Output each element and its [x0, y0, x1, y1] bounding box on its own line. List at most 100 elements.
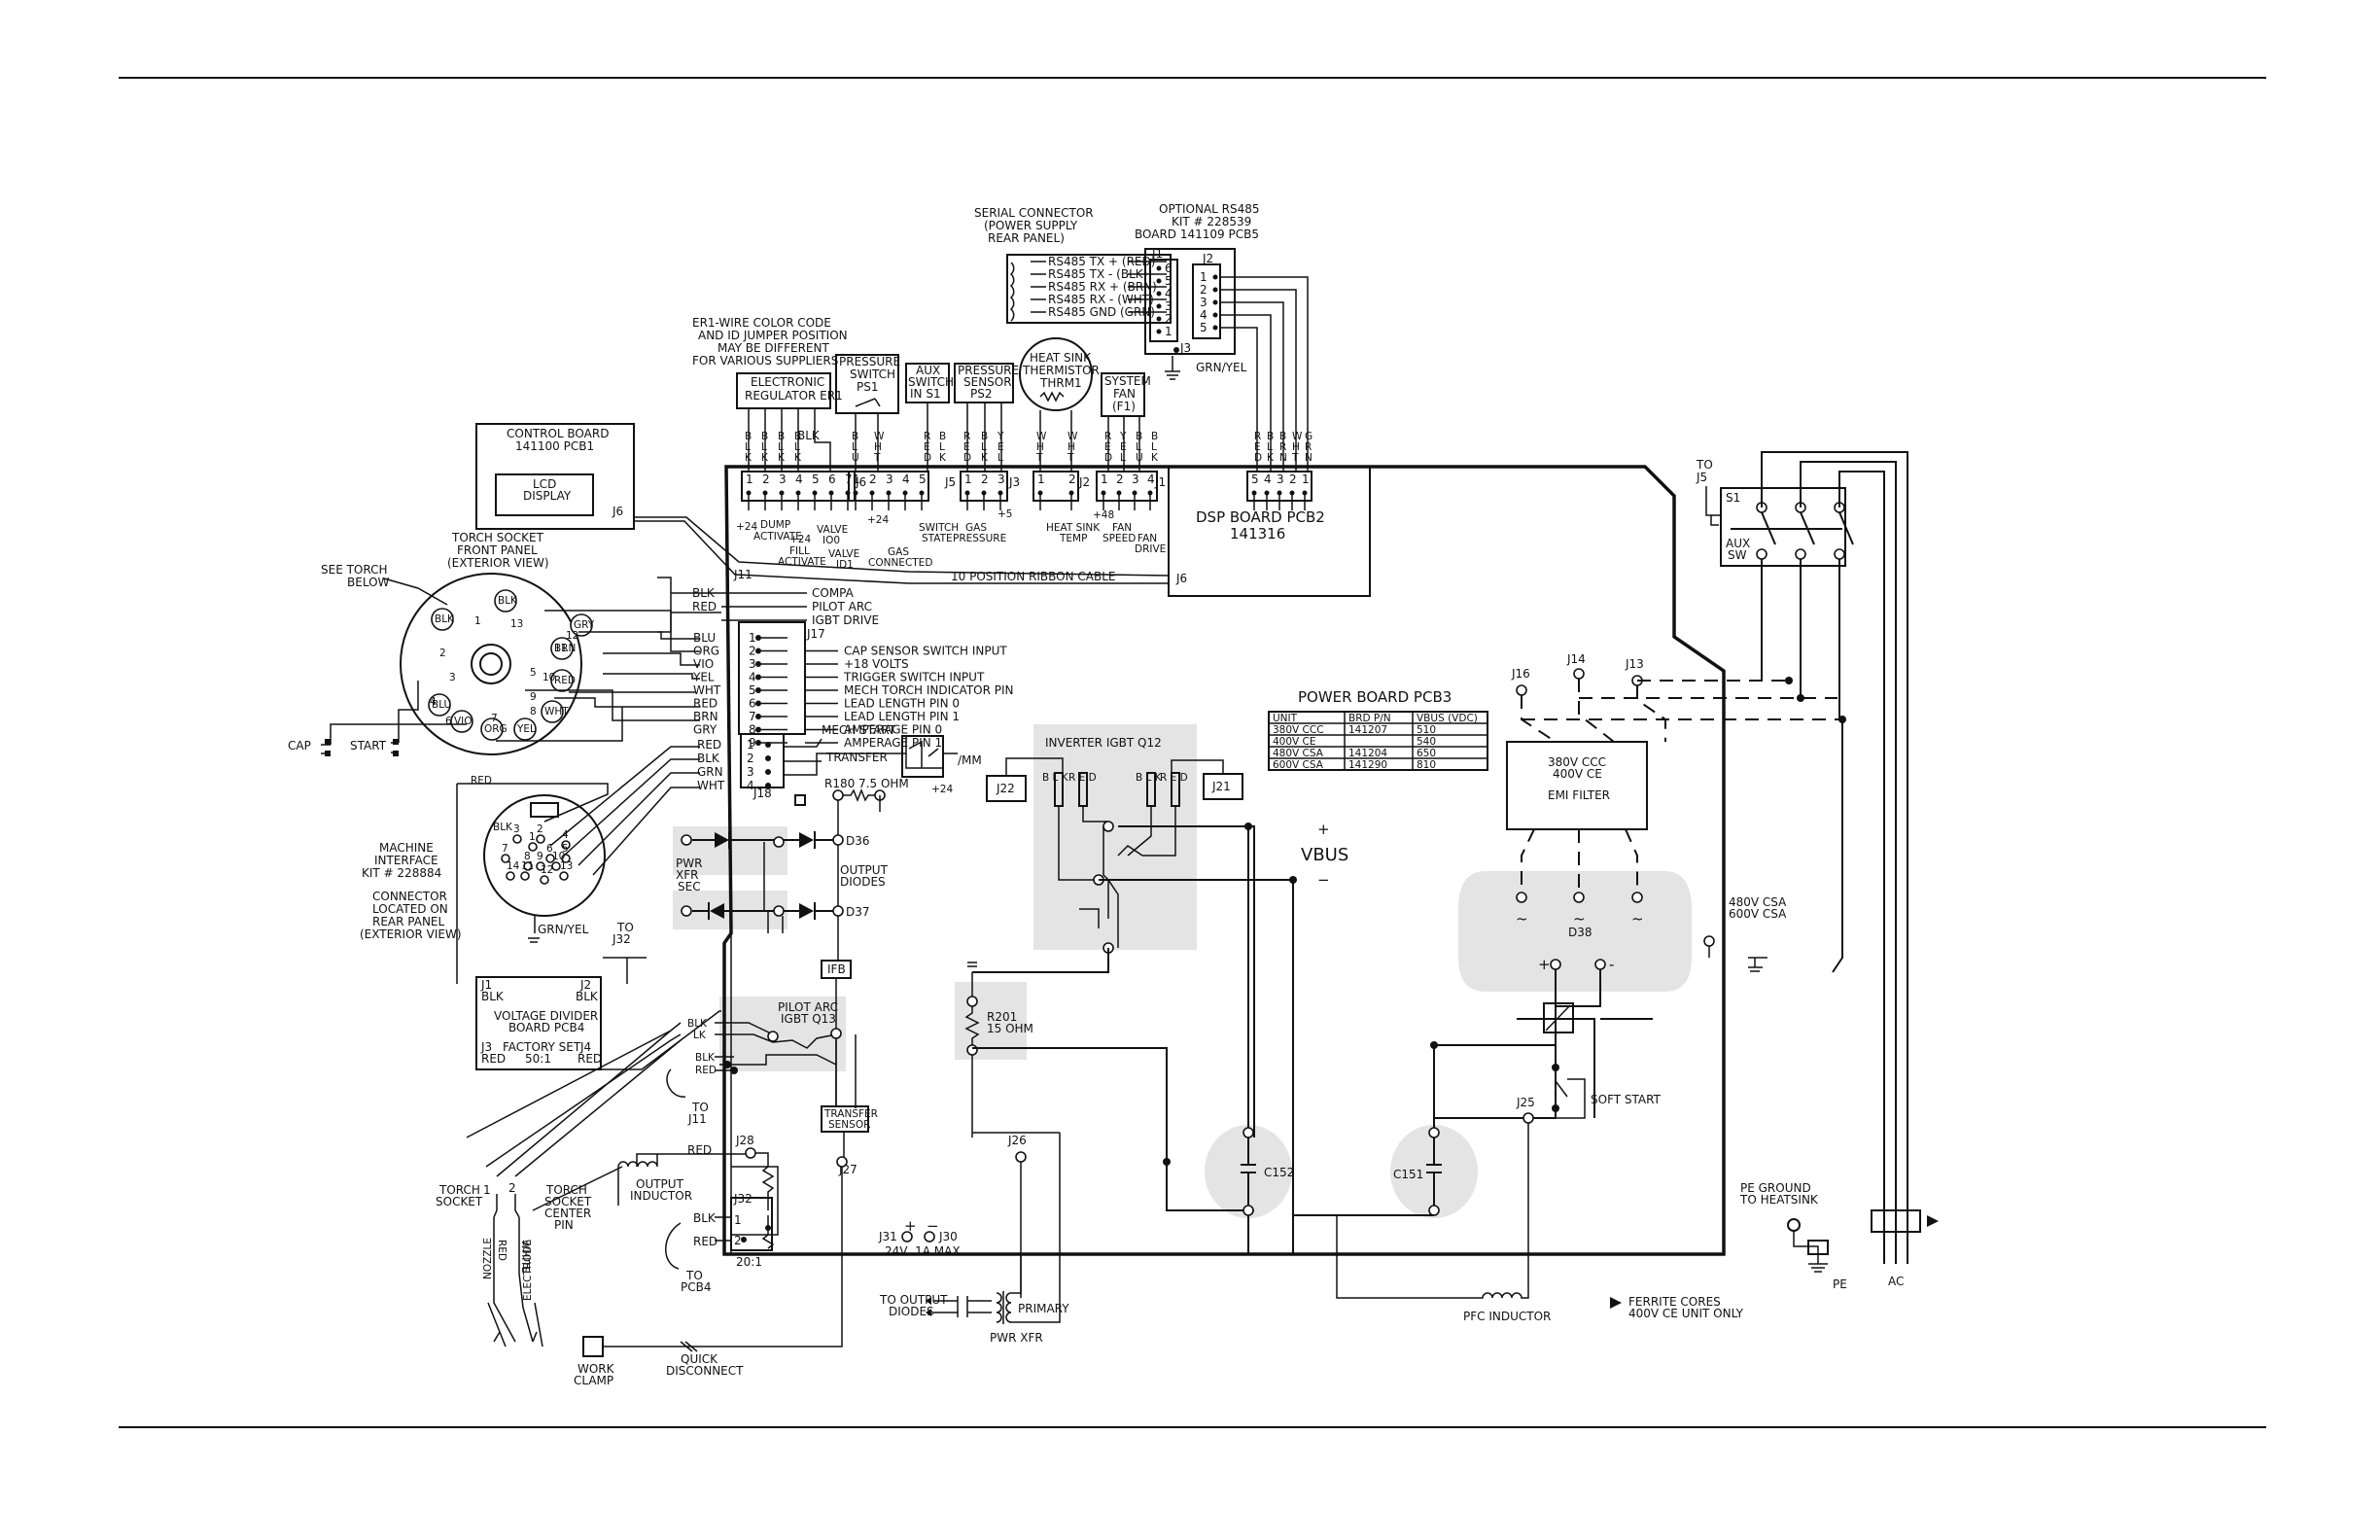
j17-signal: +18 VOLTS: [844, 657, 909, 671]
dsp-j6-label: J6: [1175, 572, 1187, 585]
wire-color-j5-char: R: [924, 431, 930, 442]
mi-pin-number: 10: [552, 851, 565, 862]
j2-label: J2: [1078, 475, 1090, 489]
pin-number-j2: 2: [1068, 472, 1076, 486]
wire-color-rs-char: K: [1267, 452, 1275, 464]
wire-color-rs: BRN: [1279, 431, 1287, 464]
pe-ground-label-2: TO HEATSINK: [1739, 1193, 1819, 1207]
j18-pin: 1: [747, 738, 754, 752]
j30-minus: −: [927, 1217, 939, 1235]
inverter-title: INVERTER IGBT Q12: [1045, 736, 1162, 750]
vbus-rails: VBUS + −: [1301, 821, 1348, 889]
j18-pin: 2: [747, 752, 754, 765]
see-torch: SEE TORCH: [321, 563, 388, 577]
j31-label: J31: [878, 1230, 897, 1243]
wire-color-rs: BLK: [1267, 431, 1275, 464]
pin-number-j7: 1: [1302, 472, 1310, 486]
torch-pin-brn: [550, 637, 574, 660]
j18-wire-color: GRN: [697, 765, 723, 779]
start-label: START: [350, 739, 387, 752]
j17-wire-color: GRY: [693, 723, 718, 737]
mi-pin: [559, 871, 569, 881]
output-inductor: OUTPUT: [636, 1177, 684, 1191]
aux-switch-s1-power: TO J5 S1 AUX SW 480V CSA 600V CSA: [1696, 451, 1908, 1235]
rs485-board: BOARD 141109 PCB5: [1135, 228, 1259, 241]
rs485-j2-pin: 1: [1200, 270, 1208, 284]
cap-label: CAP: [288, 739, 311, 752]
pin-dot-j3: [981, 490, 987, 496]
torch-pin-number: 9: [530, 691, 537, 703]
wire-color-rs-char: N: [1279, 452, 1287, 464]
j11-wire-color: RED: [692, 600, 717, 613]
pwr-xfr-label-3: SEC: [678, 880, 701, 893]
dsp-connector-labels: J6 J5 J3 J2 J1 +24 DUMP ACTIVATE +24 FIL…: [736, 475, 1166, 571]
d38-label: D38: [1568, 926, 1592, 939]
quick-disconnect: QUICK: [681, 1352, 718, 1366]
output-inductor-2: INDUCTOR: [630, 1189, 692, 1203]
pin-number-j6: 2: [762, 472, 770, 486]
inv-c3: B L K: [1136, 772, 1163, 784]
mi-pin: [536, 834, 545, 844]
pin-dot-j3: [964, 490, 970, 496]
j14-label: J14: [1566, 652, 1586, 666]
s1-label-3: IN S1: [910, 387, 941, 401]
valve-id1: VALVE: [828, 548, 859, 560]
j17-signal: LEAD LENGTH PIN 1: [844, 710, 960, 723]
torch-pin-number: 5: [530, 667, 537, 679]
rs485-j1-pin: 4: [1165, 287, 1172, 300]
torch-pin-yel: [513, 718, 537, 741]
wire-color-j6-char: B: [778, 431, 785, 442]
j17-signal: TRIGGER SWITCH INPUT: [843, 671, 985, 684]
lcd-label: LCD: [533, 477, 556, 491]
j18-label: J18: [752, 787, 772, 800]
heatsink-temp-2: TEMP: [1059, 533, 1087, 544]
output-diodes-label: OUTPUT: [840, 863, 889, 877]
j22-label: J22: [996, 782, 1015, 795]
pilot-arc-title: PILOT ARC: [778, 1000, 838, 1014]
ps2-label-3: PS2: [970, 387, 993, 401]
pin-dot-j1: [1116, 490, 1122, 496]
d38-plus: +: [1538, 956, 1551, 973]
ps2-label: PRESSURE: [958, 364, 1019, 377]
mech-start: MECH START: [822, 723, 896, 737]
j17-signal: MECH TORCH INDICATOR PIN: [844, 683, 1014, 697]
mi-pin-number: 7: [502, 843, 508, 855]
rs485-j2-pin: 4: [1200, 308, 1208, 322]
wire-color-j1-char: L: [1120, 452, 1126, 464]
wire-color-j5-char: H: [874, 441, 882, 453]
d38-tilde-1: ~: [1516, 910, 1528, 928]
rs485-j2-pin-dot: [1212, 299, 1218, 305]
j17-pin-dot: [755, 674, 761, 681]
j18-pin: 4: [747, 779, 754, 792]
to-pcb4-2: PCB4: [681, 1280, 711, 1294]
s1-label-2: SWITCH: [908, 375, 954, 389]
c152-label: C152: [1264, 1166, 1294, 1179]
j18-wire-color: BLK: [697, 752, 720, 765]
mi-pin: [506, 871, 515, 881]
pcb3-cell: 650: [1417, 748, 1436, 759]
pcb3-cell: 141207: [1348, 724, 1387, 736]
machine-interface-connector: MACHINE INTERFACE KIT # 228884 CONNECTOR…: [360, 746, 700, 984]
pin-number-j6: 1: [746, 472, 753, 486]
wire-color-j5: RED: [924, 431, 931, 464]
mi-blk: BLK: [493, 822, 513, 833]
aux-to: TO: [1696, 458, 1713, 472]
torch-socket-title-3: (EXTERIOR VIEW): [447, 556, 549, 570]
pin-dot-j5: [853, 490, 858, 496]
dsp-board-outline: [722, 465, 1726, 1256]
wire-color-rs-char: R: [1279, 441, 1286, 453]
pin-number-j2: 1: [1037, 472, 1045, 486]
j17-wire-color: VIO: [693, 657, 714, 671]
torch-pin-label: GRY: [574, 619, 595, 631]
pin-dot-j6: [828, 490, 834, 496]
bus-capacitors: C152 C151: [1163, 822, 1556, 1254]
pin-dot-j1: [1147, 490, 1153, 496]
j17-pin-dot: [755, 635, 761, 641]
fan-label: SYSTEM: [1104, 374, 1151, 388]
j6-label: J6: [855, 475, 866, 489]
mi-pin: [545, 854, 555, 863]
aux-to-j5: J5: [1696, 471, 1707, 484]
